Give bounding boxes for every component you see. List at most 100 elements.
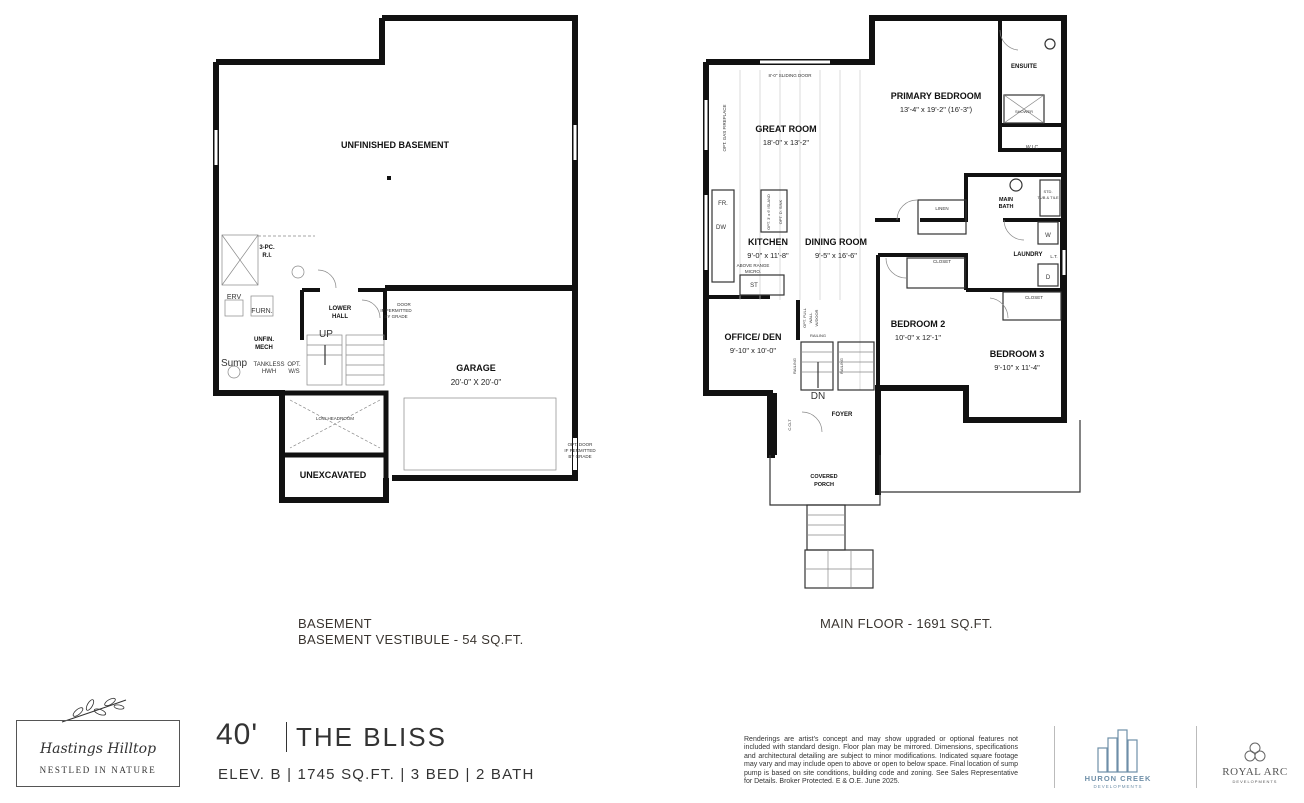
bedroom3-label: BEDROOM 3 [990, 349, 1045, 359]
basement-caption-line-2: BASEMENT VESTIBULE - 54 SQ.FT. [298, 632, 524, 647]
opt-wall-note-2: WALL [808, 312, 813, 324]
dryer-label: D [1046, 275, 1051, 281]
sliding-door-note: 8'-0" SLIDING DOOR [769, 73, 813, 78]
kitchen-stove [739, 274, 785, 296]
dining-room-dimensions: 9'-5" x 16'-6" [815, 251, 857, 260]
main-floor-plan [703, 15, 1081, 589]
low-headroom-label: LOW HEADROOM [316, 416, 354, 421]
door-note-3: BY GRADE [384, 314, 407, 319]
basement-exterior-walls [213, 15, 578, 503]
laundry-tub-label: L.T. [1050, 254, 1057, 259]
unexcavated-label: UNEXCAVATED [300, 470, 367, 480]
ensuite-shower [1003, 94, 1045, 124]
hwh-label: HWH [262, 369, 276, 375]
bedroom3-closet-label: CLOSET [1025, 295, 1043, 300]
kitchen-island [760, 189, 788, 233]
hastings-hilltop-logo: Hastings Hilltop NESTLED IN NATURE [16, 720, 180, 787]
dryer [1037, 263, 1059, 287]
main-floor-wall-bed2 [876, 253, 1062, 388]
opt-ws-label-2: W/S [288, 369, 299, 375]
garage-dimensions: 20'-0" X 20'-0" [451, 378, 502, 387]
railing-note-3: RAILING [839, 358, 844, 374]
primary-bedroom-label: PRIMARY BEDROOM [891, 91, 982, 101]
basement-stairs [306, 334, 385, 386]
foyer-label: FOYER [832, 412, 853, 418]
royal-arc-name: ROYAL ARC [1222, 766, 1288, 778]
great-room-dimensions: 18'-0" x 13'-2" [763, 138, 809, 147]
huron-creek-sub: DEVELOPMENTS [1093, 784, 1143, 789]
bedroom2-closet [906, 257, 966, 289]
kitchen-label: KITCHEN [748, 237, 788, 247]
main-floor-wall-ensuite [998, 20, 1062, 152]
garage-door-outline [403, 397, 557, 471]
tub-note-2: TUB & TILE [1037, 195, 1059, 200]
bedroom3-dimensions: 9'-10" x 11'-4" [994, 363, 1040, 372]
opt-door-note-2: IF PERMITTED [564, 448, 596, 453]
tankless-label: TANKLESS [254, 362, 285, 368]
opt-door-note-3: BY GRADE [568, 454, 591, 459]
model-title-divider [286, 722, 287, 752]
main-floor-wall-laundry [1003, 218, 1064, 290]
covered-porch-label-2: PORCH [814, 482, 834, 488]
laundry-label: LAUNDRY [1013, 252, 1042, 258]
great-room-label: GREAT ROOM [755, 124, 816, 134]
opt-door-note: OPT. DOOR [568, 442, 594, 447]
royal-arc-sub: DEVELOPMENTS [1232, 779, 1278, 784]
basement-interior-wall-4 [300, 288, 320, 340]
bedroom2-dimensions: 10'-0" x 12'-1" [895, 333, 941, 342]
garage-label: GARAGE [456, 363, 496, 373]
washer-label: W [1045, 233, 1051, 239]
unfin-mech-label-2: MECH [255, 345, 273, 351]
unfinished-basement-label: UNFINISHED BASEMENT [341, 140, 450, 150]
lower-hall-label: LOWER [329, 306, 352, 312]
bedroom3-closet [1002, 291, 1062, 321]
office-dimensions: 9'-10" x 10'-0" [730, 346, 776, 355]
olive-branch-icon [61, 697, 127, 723]
basement-caption-line-1: BASEMENT [298, 616, 372, 631]
porch-outline [769, 455, 881, 506]
site-outline [880, 420, 1081, 493]
covered-porch-label: COVERED [810, 474, 837, 480]
main-floor-exterior-walls [703, 15, 1067, 495]
railing-note-1: RAILING [810, 333, 826, 338]
basement-interior-wall-2 [285, 390, 389, 500]
kitchen-counter [711, 189, 735, 283]
railing-note-2: RAILING [792, 358, 797, 374]
logo-script-text: Hastings Hilltop [39, 741, 157, 757]
royal-arc-logo-icon [1244, 742, 1266, 762]
washer [1037, 221, 1059, 245]
door-note: DOOR [397, 302, 411, 307]
bath-tub [1039, 179, 1061, 217]
door-note-2: IF PERMITTED [380, 308, 412, 313]
erv-label: ERV [227, 294, 242, 301]
bedroom2-closet-label: CLOSET [933, 259, 951, 264]
furnace-label: FURN. [251, 308, 272, 315]
developer-divider-2 [1196, 726, 1197, 788]
model-specs: ELEV. B | 1745 SQ.FT. | 3 BED | 2 BATH [218, 766, 535, 783]
coat-closet-note: C.CLT [787, 419, 792, 431]
three-pc-label-2: R.I. [262, 253, 272, 259]
disclaimer-text: Renderings are artist's concept and may … [744, 736, 1018, 786]
tub-note: STD. [1043, 189, 1052, 194]
main-bath-label-2: BATH [999, 204, 1014, 210]
opt-ws-label: OPT. [287, 362, 301, 368]
office-label: OFFICE/ DEN [724, 332, 781, 342]
basement-plan [213, 15, 578, 503]
sump-label: Sump [221, 358, 248, 369]
main-floor-wall-stairs [773, 300, 800, 455]
wic-label: W.I.C [1026, 145, 1039, 151]
double-sink-note: OPT. D. SINK [778, 199, 783, 224]
basement-interior-wall-5 [358, 288, 387, 340]
opt-wall-note-3: W/DOOR [814, 309, 819, 326]
huron-creek-name: HURON CREEK [1084, 774, 1152, 783]
three-pc-label: 3-PC. [259, 245, 275, 251]
rough-in-area [221, 234, 259, 286]
kitchen-dimensions: 9'-0" x 11'-8" [747, 251, 789, 260]
linen-closet [917, 199, 967, 235]
main-bath-label: MAIN [999, 197, 1013, 203]
model-lot-size: 40' [216, 718, 259, 751]
fridge-label: FR. [718, 201, 728, 207]
main-floor-wall-primary [875, 173, 1062, 222]
shower-label: SHOWER [1015, 109, 1033, 114]
